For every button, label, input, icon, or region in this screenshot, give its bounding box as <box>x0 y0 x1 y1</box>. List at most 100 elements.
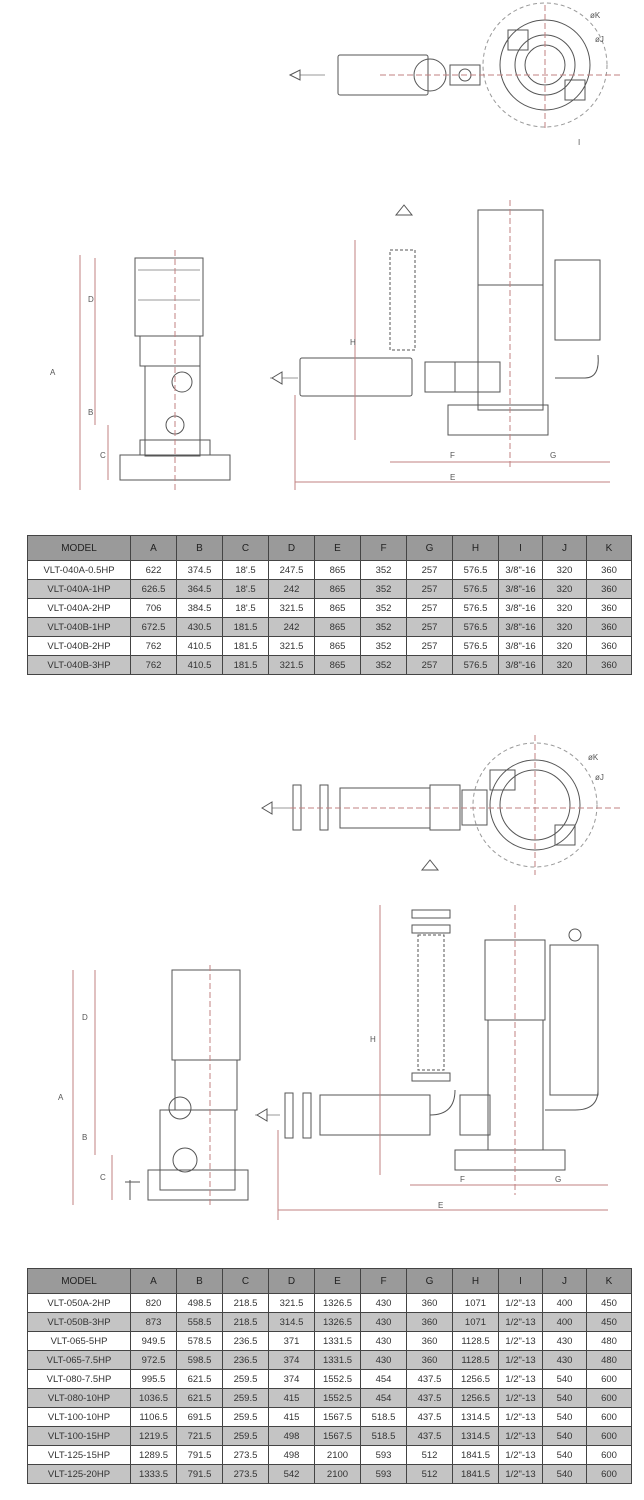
dimension-cell: 1256.5 <box>452 1369 499 1389</box>
dimension-cell: 430 <box>542 1350 587 1370</box>
dimension-cell: 2100 <box>314 1445 361 1465</box>
column-header: I <box>498 535 543 561</box>
label-phi-k-2: øK <box>588 753 599 762</box>
dimension-cell: 600 <box>586 1407 632 1427</box>
dimension-cell: 1/2"-13 <box>498 1426 543 1446</box>
dimension-cell: 600 <box>586 1426 632 1446</box>
dimension-cell: 437.5 <box>406 1426 453 1446</box>
column-header: K <box>586 535 632 561</box>
dimension-cell: 321.5 <box>268 655 315 675</box>
column-header: E <box>314 535 361 561</box>
dimension-cell: 1071 <box>452 1312 499 1332</box>
dimension-cell: 1333.5 <box>130 1464 177 1484</box>
dimension-cell: 762 <box>130 655 177 675</box>
column-header: A <box>130 535 177 561</box>
side-elevation-2 <box>72 965 249 1205</box>
column-header: E <box>314 1268 361 1294</box>
dimension-cell: 400 <box>542 1312 587 1332</box>
model-cell: VLT-050B-3HP <box>27 1312 131 1332</box>
dimension-cell: 626.5 <box>130 579 177 599</box>
dimension-cell: 706 <box>130 598 177 618</box>
column-header: G <box>406 1268 453 1294</box>
label-phi-j-2: øJ <box>595 773 604 782</box>
dimension-cell: 374.5 <box>176 560 223 580</box>
dimension-cell: 1036.5 <box>130 1388 177 1408</box>
dimension-cell: 576.5 <box>452 560 499 580</box>
dimension-cell: 518.5 <box>360 1407 407 1427</box>
plan-view-2 <box>261 735 620 875</box>
dimension-cell: 542 <box>268 1464 315 1484</box>
dimension-cell: 1567.5 <box>314 1426 361 1446</box>
dimension-cell: 622 <box>130 560 177 580</box>
dimension-cell: 352 <box>360 598 407 618</box>
dimension-cell: 430 <box>360 1312 407 1332</box>
dimension-cell: 18'.5 <box>222 560 269 580</box>
column-header: A <box>130 1268 177 1294</box>
dimension-cell: 593 <box>360 1445 407 1465</box>
column-header: C <box>222 535 269 561</box>
dimension-cell: 1071 <box>452 1293 499 1313</box>
model-cell: VLT-040A-1HP <box>27 579 131 599</box>
dimension-cell: 1841.5 <box>452 1445 499 1465</box>
dimension-cell: 218.5 <box>222 1293 269 1313</box>
dimension-cell: 257 <box>406 617 453 637</box>
label-a-2: A <box>58 1093 64 1102</box>
label-g-2: G <box>555 1175 561 1184</box>
dimension-cell: 865 <box>314 560 361 580</box>
dimension-cell: 352 <box>360 617 407 637</box>
dimension-cell: 259.5 <box>222 1426 269 1446</box>
dimension-cell: 257 <box>406 579 453 599</box>
model-cell: VLT-065-7.5HP <box>27 1350 131 1370</box>
dimension-cell: 621.5 <box>176 1388 223 1408</box>
dimension-cell: 360 <box>406 1331 453 1351</box>
dimension-cell: 3/8"-16 <box>498 655 543 675</box>
dimension-cell: 1552.5 <box>314 1369 361 1389</box>
dimension-cell: 360 <box>586 636 632 656</box>
model-cell: VLT-125-20HP <box>27 1464 131 1484</box>
dimension-cell: 374 <box>268 1369 315 1389</box>
drawing-set-1: øK øJ I A B C D <box>0 0 644 525</box>
column-header: D <box>268 535 315 561</box>
dimension-cell: 454 <box>360 1388 407 1408</box>
dimension-cell: 498.5 <box>176 1293 223 1313</box>
dimension-cell: 374 <box>268 1350 315 1370</box>
dimension-cell: 600 <box>586 1464 632 1484</box>
dimension-cell: 1/2"-13 <box>498 1407 543 1427</box>
spec-table-1: MODEL A B C D E F G H I J K VLT-040A-0.5… <box>27 535 632 675</box>
dimension-cell: 480 <box>586 1350 632 1370</box>
dimension-cell: 360 <box>406 1350 453 1370</box>
dimension-cell: 1106.5 <box>130 1407 177 1427</box>
dimension-cell: 949.5 <box>130 1331 177 1351</box>
label-e-2: E <box>438 1201 443 1210</box>
column-header: F <box>360 1268 407 1294</box>
model-cell: VLT-040B-1HP <box>27 617 131 637</box>
dimension-cell: 352 <box>360 560 407 580</box>
dimension-cell: 360 <box>586 617 632 637</box>
dimension-cell: 259.5 <box>222 1369 269 1389</box>
dimension-cell: 247.5 <box>268 560 315 580</box>
dimension-cell: 410.5 <box>176 636 223 656</box>
column-header: MODEL <box>27 535 131 561</box>
dimension-cell: 320 <box>542 655 587 675</box>
dimension-cell: 320 <box>542 636 587 656</box>
drawing-set-2: øK øJ A B C D <box>0 730 644 1260</box>
dimension-cell: 273.5 <box>222 1464 269 1484</box>
dimension-cell: 791.5 <box>176 1464 223 1484</box>
dimension-cell: 437.5 <box>406 1369 453 1389</box>
dimension-cell: 512 <box>406 1464 453 1484</box>
dimension-cell: 257 <box>406 636 453 656</box>
dimension-cell: 512 <box>406 1445 453 1465</box>
dimension-cell: 360 <box>406 1293 453 1313</box>
dimension-cell: 672.5 <box>130 617 177 637</box>
dimension-cell: 314.5 <box>268 1312 315 1332</box>
column-header: J <box>542 535 587 561</box>
dimension-cell: 259.5 <box>222 1388 269 1408</box>
dimension-cell: 540 <box>542 1388 587 1408</box>
dimension-cell: 18'.5 <box>222 579 269 599</box>
